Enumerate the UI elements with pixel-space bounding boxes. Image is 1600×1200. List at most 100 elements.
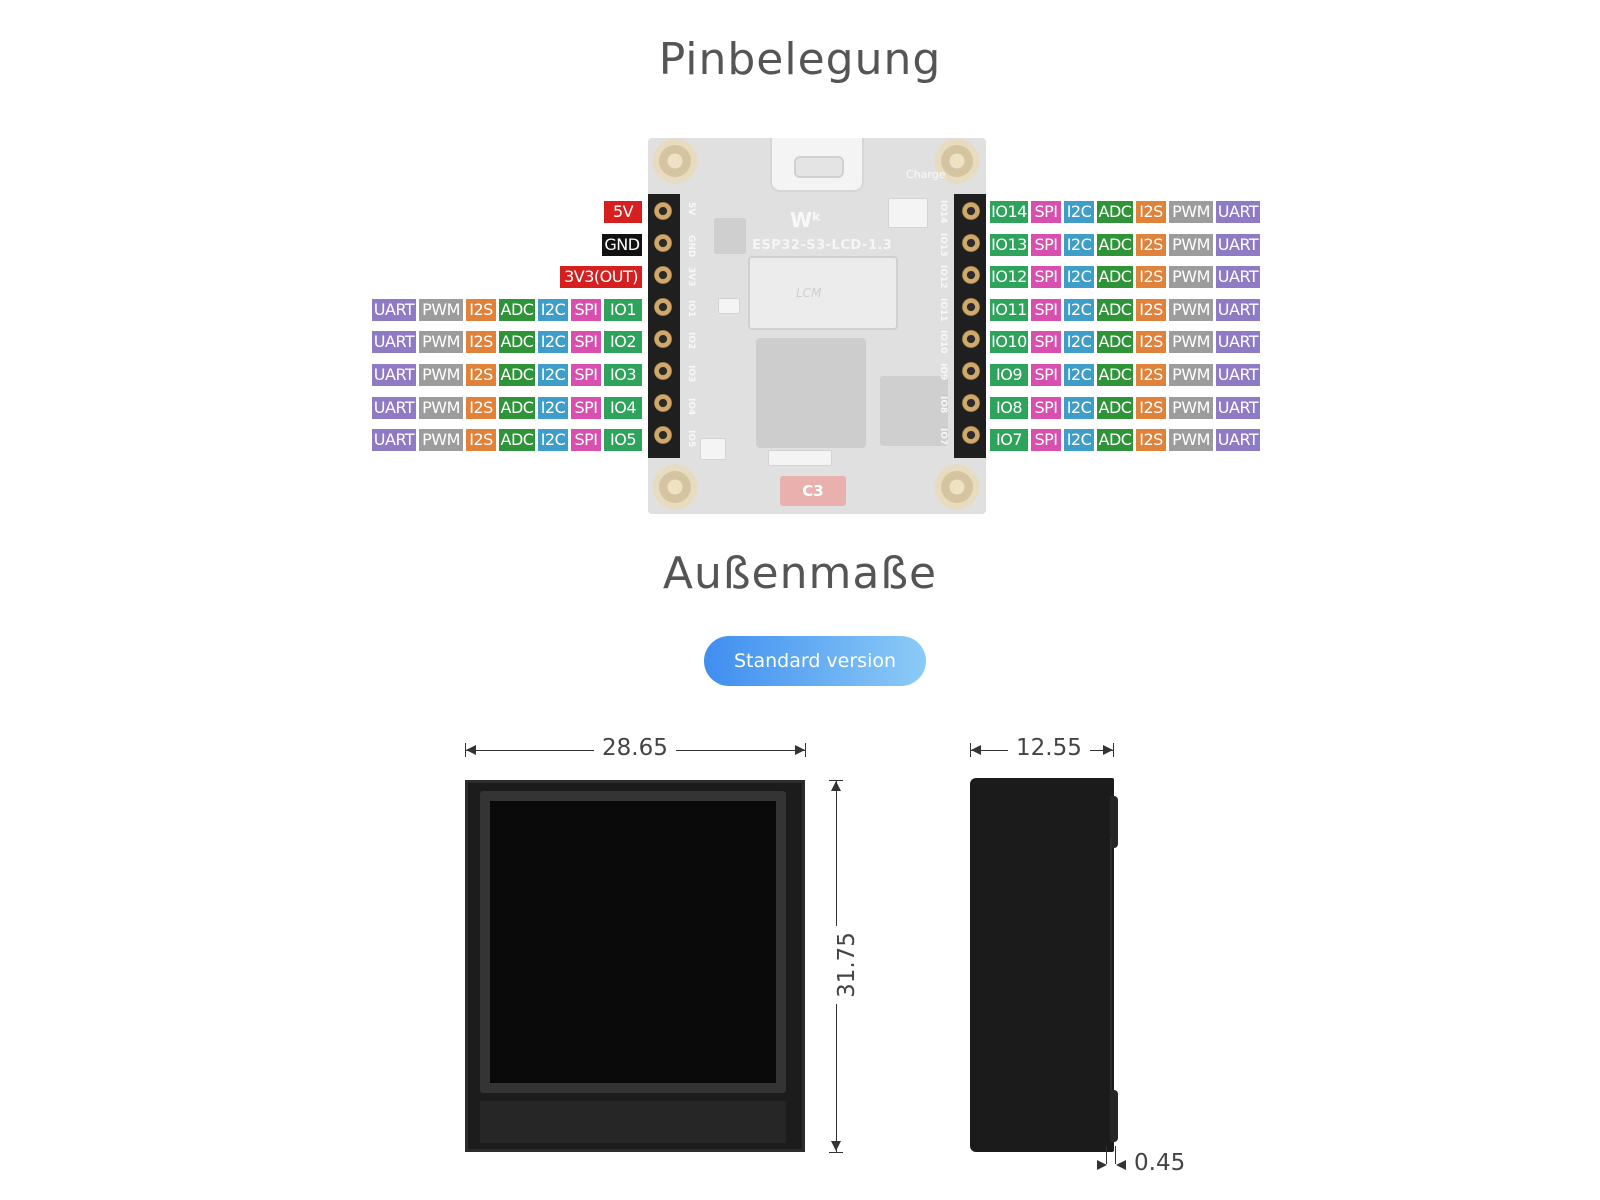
dimension-tick (829, 1152, 843, 1153)
display-screen (490, 801, 776, 1083)
board-name: ESP32-S3-LCD-1.3 (752, 238, 893, 253)
func-tag-adc: ADC (499, 364, 535, 386)
func-tag-adc: ADC (1097, 201, 1133, 223)
dimension-tick (1113, 743, 1114, 757)
dimension-tick (829, 780, 843, 781)
pin-label-gnd: GND (602, 233, 642, 256)
func-tag-uart: UART (1216, 396, 1260, 419)
silk-label: 3V3 (686, 267, 696, 287)
arrow-left-icon (466, 745, 476, 755)
func-tag-uart: UART (1216, 233, 1260, 256)
dimension-tick (465, 743, 466, 757)
func-tag-pwm: PWM (1169, 233, 1213, 256)
func-tag-uart: UART (1216, 201, 1260, 223)
arrow-right-icon (795, 745, 805, 755)
smd-component (718, 298, 740, 314)
smd-component (700, 438, 726, 460)
standard-version-button[interactable]: Standard version (704, 636, 926, 686)
func-tag-spi: SPI (571, 331, 601, 354)
pin-pad (654, 330, 672, 348)
arrow-down-icon (831, 1141, 841, 1151)
pin-pad (962, 202, 980, 220)
func-tag-uart: UART (1216, 429, 1260, 452)
pin-pad (962, 394, 980, 412)
pin-label-5v: 5V (604, 201, 642, 223)
esp32-chip (756, 338, 866, 448)
func-tag-spi: SPI (1031, 233, 1061, 256)
silk-label: IO3 (686, 365, 696, 383)
arrow-right-icon (1097, 1160, 1107, 1170)
lcd-connector-slot: LCM (748, 256, 898, 330)
func-tag-i2s: I2S (466, 396, 496, 419)
pin-label-io14: IO14 (990, 201, 1028, 223)
func-tag-spi: SPI (571, 429, 601, 452)
func-tag-i2s: I2S (1136, 331, 1166, 354)
arrow-left-icon (1116, 1160, 1126, 1170)
func-tag-pwm: PWM (1169, 429, 1213, 452)
func-tag-pwm: PWM (1169, 364, 1213, 386)
pin-pad (654, 298, 672, 316)
dimensions-title: Außenmaße (662, 548, 938, 599)
pin-label-3v3out: 3V3(OUT) (560, 266, 642, 289)
func-tag-i2s: I2S (466, 298, 496, 321)
func-tag-spi: SPI (571, 364, 601, 386)
func-tag-adc: ADC (499, 396, 535, 419)
func-tag-adc: ADC (1097, 429, 1133, 452)
pin-label-io4: IO4 (604, 396, 642, 419)
func-tag-i2c: I2C (1064, 266, 1094, 289)
func-tag-spi: SPI (1031, 201, 1061, 223)
pin-label-io9: IO9 (990, 364, 1028, 386)
func-tag-pwm: PWM (419, 298, 463, 321)
height-dimension: 31.75 (833, 926, 860, 1004)
func-tag-i2c: I2C (1064, 201, 1094, 223)
dimension-tick (970, 743, 971, 757)
display-front-view (465, 780, 805, 1152)
offset-extension-line (1106, 1146, 1107, 1164)
func-tag-i2s: I2S (1136, 201, 1166, 223)
pin-pad (962, 234, 980, 252)
pin-label-io7: IO7 (990, 429, 1028, 452)
func-tag-pwm: PWM (419, 364, 463, 386)
side-tab (1110, 1090, 1118, 1142)
pin-pad (654, 202, 672, 220)
func-tag-i2c: I2C (538, 396, 568, 419)
board-logo: Wᵏ (790, 208, 822, 232)
left-pin-header (648, 194, 680, 458)
func-tag-spi: SPI (1031, 364, 1061, 386)
pin-label-io8: IO8 (990, 396, 1028, 419)
func-tag-adc: ADC (1097, 364, 1133, 386)
func-tag-i2c: I2C (1064, 298, 1094, 321)
pin-pad (962, 330, 980, 348)
func-tag-spi: SPI (1031, 298, 1061, 321)
func-tag-spi: SPI (1031, 266, 1061, 289)
silk-label: IO4 (686, 397, 696, 415)
func-tag-pwm: PWM (1169, 396, 1213, 419)
offset-extension-line (1115, 1146, 1116, 1164)
func-tag-i2c: I2C (538, 298, 568, 321)
func-tag-uart: UART (1216, 266, 1260, 289)
display-side-view (970, 778, 1118, 1152)
func-tag-pwm: PWM (419, 396, 463, 419)
silk-label: IO7 (938, 428, 948, 446)
offset-dimension: 0.45 (1134, 1150, 1186, 1176)
func-tag-adc: ADC (499, 331, 535, 354)
silk-label: IO2 (686, 332, 696, 350)
func-tag-i2c: I2C (1064, 429, 1094, 452)
silk-label: IO13 (938, 232, 948, 257)
depth-dimension: 12.55 (1008, 735, 1090, 761)
func-tag-adc: ADC (1097, 331, 1133, 354)
func-tag-pwm: PWM (1169, 266, 1213, 289)
func-tag-i2c: I2C (1064, 396, 1094, 419)
pin-label-io12: IO12 (990, 266, 1028, 289)
battery-connector (770, 138, 864, 192)
func-tag-i2s: I2S (466, 364, 496, 386)
func-tag-i2s: I2S (466, 429, 496, 452)
func-tag-adc: ADC (1097, 233, 1133, 256)
func-tag-i2c: I2C (1064, 233, 1094, 256)
display-bottom-panel (480, 1101, 786, 1143)
pinout-title: Pinbelegung (658, 34, 942, 85)
arrow-right-icon (1103, 745, 1113, 755)
pin-label-io10: IO10 (990, 331, 1028, 354)
silk-label: IO9 (938, 363, 948, 381)
func-tag-i2s: I2S (1136, 396, 1166, 419)
